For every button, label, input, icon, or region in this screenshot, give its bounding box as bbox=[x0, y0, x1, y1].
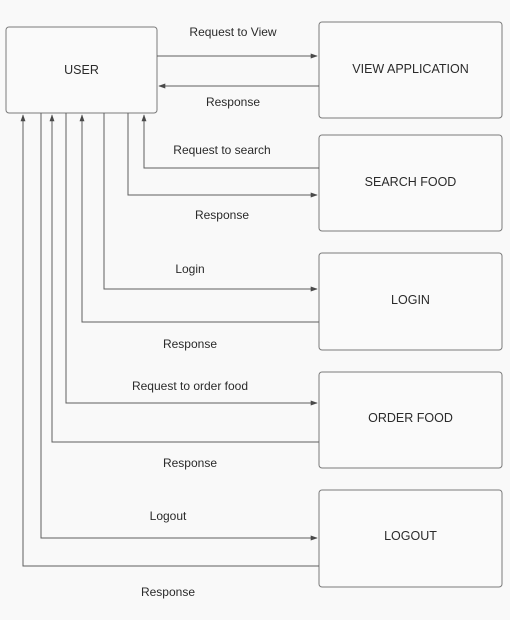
login-request-label: Login bbox=[175, 262, 204, 276]
order-request-label: Request to order food bbox=[132, 379, 248, 393]
order-response-arrow bbox=[49, 114, 319, 443]
search-response-label: Response bbox=[195, 208, 249, 222]
view-response-label: Response bbox=[206, 95, 260, 109]
search-request-label: Request to search bbox=[173, 143, 270, 157]
login-box: LOGIN bbox=[318, 252, 503, 351]
login-response-label: Response bbox=[163, 337, 217, 351]
order-food-box-label: ORDER FOOD bbox=[368, 411, 453, 425]
user-box: USER bbox=[5, 26, 158, 114]
logout-response-arrow bbox=[20, 114, 319, 567]
search-food-box: SEARCH FOOD bbox=[318, 134, 503, 232]
order-food-box: ORDER FOOD bbox=[318, 371, 503, 469]
search-food-box-label: SEARCH FOOD bbox=[365, 175, 457, 189]
login-response-arrow bbox=[79, 114, 319, 323]
logout-request-label: Logout bbox=[150, 509, 187, 523]
view-application-box-label: VIEW APPLICATION bbox=[352, 62, 468, 76]
view-application-box: VIEW APPLICATION bbox=[318, 21, 503, 119]
order-request-arrow bbox=[65, 113, 318, 406]
login-request-arrow bbox=[103, 113, 318, 292]
logout-box-label: LOGOUT bbox=[384, 529, 437, 543]
login-box-label: LOGIN bbox=[391, 293, 430, 307]
search-response-arrow bbox=[127, 113, 318, 198]
order-response-label: Response bbox=[163, 456, 217, 470]
search-request-arrow bbox=[141, 114, 319, 169]
user-box-label: USER bbox=[64, 63, 99, 77]
logout-response-label: Response bbox=[141, 585, 195, 599]
view-request-label: Request to View bbox=[189, 25, 276, 39]
logout-box: LOGOUT bbox=[318, 489, 503, 588]
logout-request-arrow bbox=[40, 113, 318, 541]
